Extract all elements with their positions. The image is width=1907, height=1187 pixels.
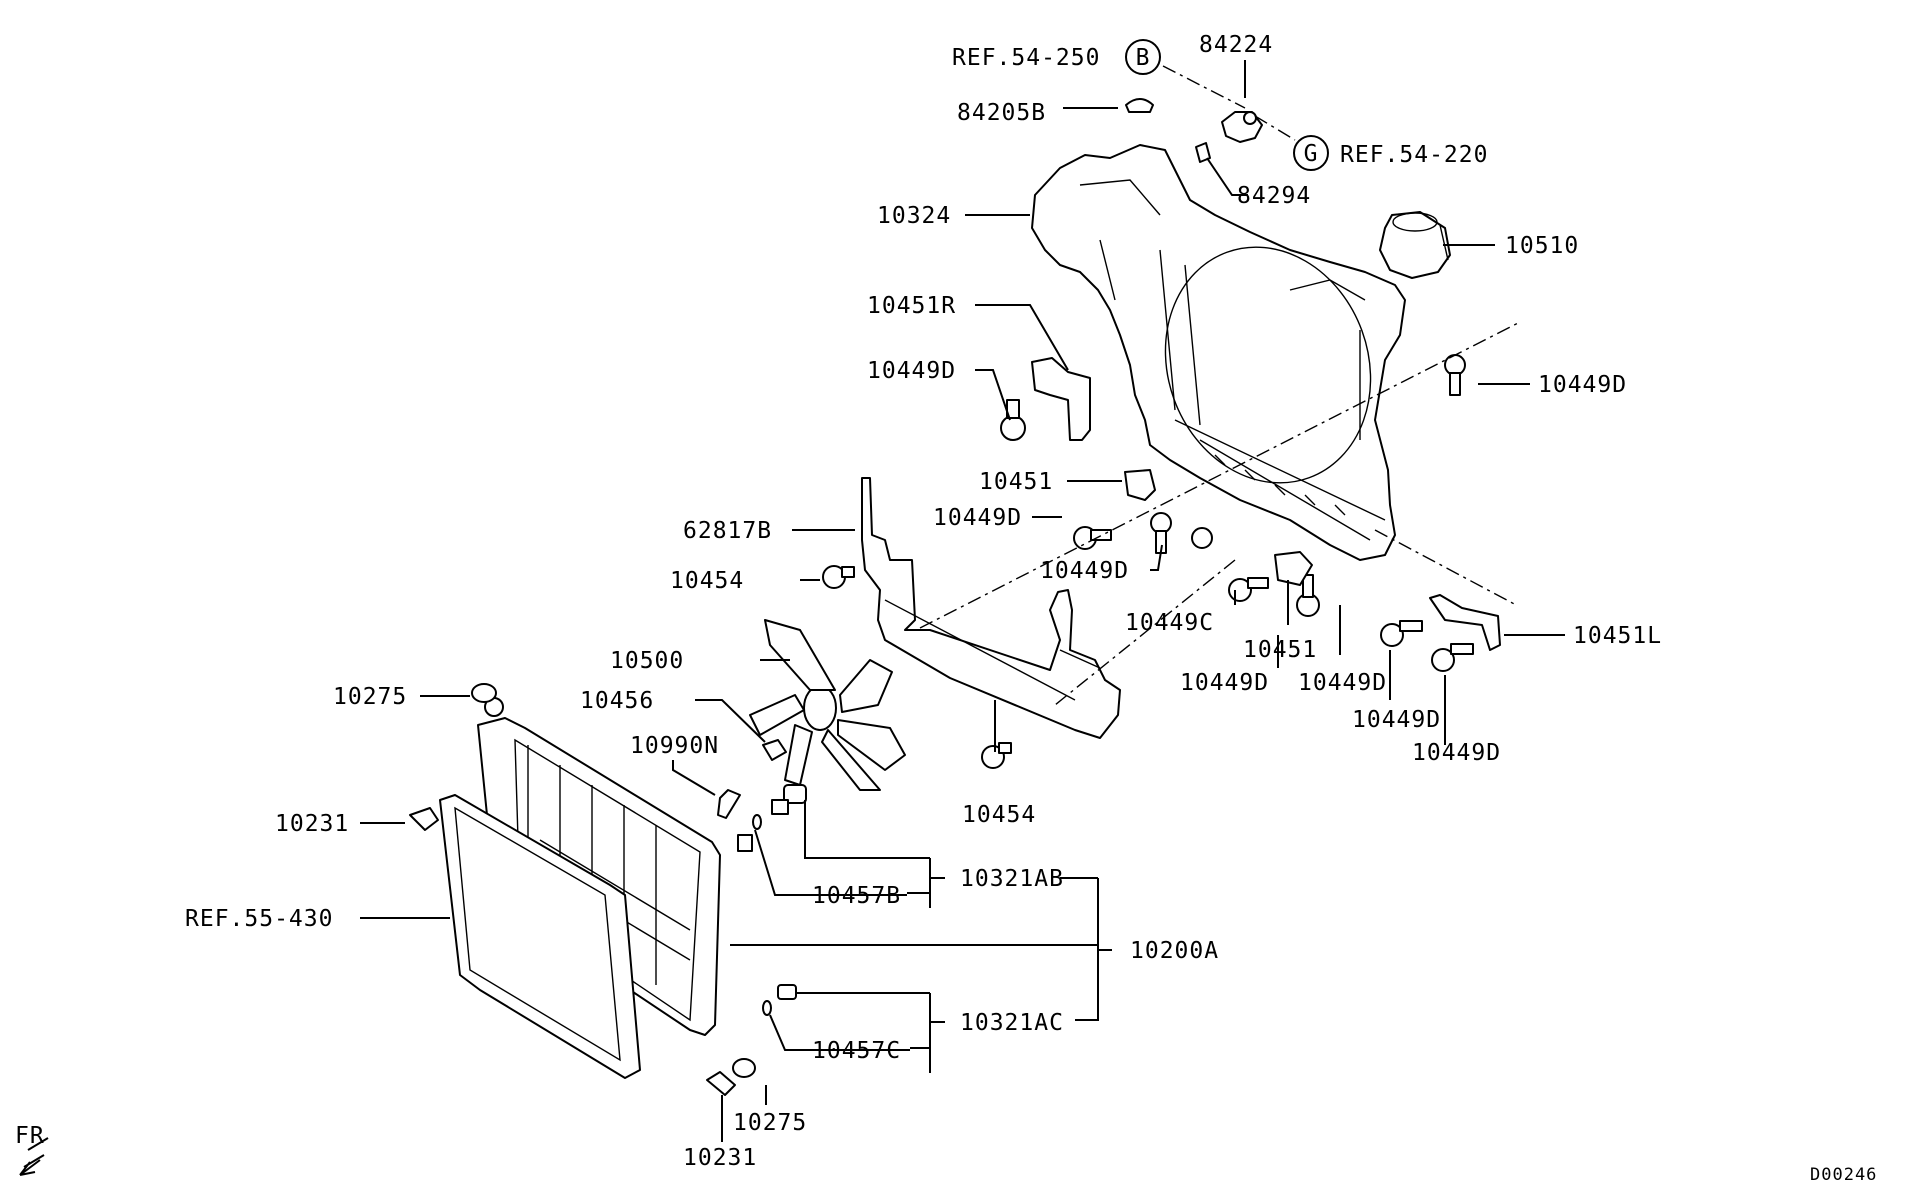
condenser-ref-part: [439, 794, 641, 1079]
label-10449d-d: 10449D: [1040, 558, 1129, 584]
label-10231-a: 10231: [275, 811, 349, 837]
label-10457b: 10457B: [812, 883, 901, 909]
label-10451r: 10451R: [867, 293, 956, 319]
plug-10456-part: [762, 739, 787, 761]
leader-lines: [360, 60, 1565, 1142]
label-10449c: 10449C: [1125, 610, 1214, 636]
label-10454-b: 10454: [962, 802, 1036, 828]
bracket-10451r-part: [1031, 357, 1091, 441]
drain-plug-10321ab-part: [752, 784, 807, 830]
label-10275-b: 10275: [733, 1110, 807, 1136]
drain-plug-10321ac-part: [762, 984, 797, 1016]
label-10500: 10500: [610, 648, 684, 674]
label-10275-a: 10275: [333, 684, 407, 710]
label-10449d-f: 10449D: [1298, 670, 1387, 696]
bracket-10231-part: [409, 807, 439, 831]
circle-g-label: G: [1304, 141, 1319, 167]
mount-cushion-10275-part: [471, 683, 756, 1078]
label-10231-b: 10231: [683, 1145, 757, 1171]
cooling-fan-10500-part: [749, 619, 906, 791]
label-84224: 84224: [1199, 32, 1273, 58]
bracket-10451-lower-part: [1274, 551, 1313, 586]
diagram-code: D00246: [1810, 1165, 1877, 1185]
label-ref-54-250: REF.54-250: [952, 45, 1100, 71]
sensor-84224-part: [1125, 98, 1263, 163]
orifice-84294-part: [1195, 142, 1211, 163]
reservoir-tank-part: [1379, 211, 1451, 279]
label-10449d-g: 10449D: [1352, 707, 1441, 733]
label-10449d-h: 10449D: [1412, 740, 1501, 766]
circle-b-label: B: [1136, 45, 1151, 71]
label-10456: 10456: [580, 688, 654, 714]
fr-label: FR: [15, 1123, 45, 1149]
callout-labels: 84224 REF.54-250 84205B REF.54-220 84294…: [185, 32, 1877, 1185]
label-10324: 10324: [877, 203, 951, 229]
label-10449d-b: 10449D: [1538, 372, 1627, 398]
label-10990n: 10990N: [630, 733, 719, 759]
label-10321ab: 10321AB: [960, 866, 1064, 892]
bolts-group: [822, 354, 1474, 769]
label-10449d-e: 10449D: [1180, 670, 1269, 696]
label-10200a: 10200A: [1130, 938, 1219, 964]
label-10321ac: 10321AC: [960, 1010, 1064, 1036]
label-10449d-a: 10449D: [867, 358, 956, 384]
bracket-10451-upper-part: [1124, 469, 1156, 501]
label-10510: 10510: [1505, 233, 1579, 259]
hose-10990n-part: [717, 789, 741, 819]
label-10451-a: 10451: [979, 469, 1053, 495]
circle-b-marker: B: [1125, 39, 1161, 75]
drain-cock-part: [737, 834, 753, 852]
label-10449d-c: 10449D: [933, 505, 1022, 531]
label-ref-55-430: REF.55-430: [185, 906, 333, 932]
bracket-10451l-part: [1429, 594, 1501, 651]
fan-guard-62817b-part: [861, 477, 1121, 739]
label-10457c: 10457C: [812, 1038, 901, 1064]
label-84205b: 84205B: [957, 100, 1046, 126]
cap-84205b-part: [1125, 98, 1154, 113]
label-10454-a: 10454: [670, 568, 744, 594]
label-84294: 84294: [1237, 183, 1311, 209]
fan-shroud-part: [1031, 144, 1406, 561]
label-10451l: 10451L: [1573, 623, 1662, 649]
circle-g-marker: G: [1293, 135, 1329, 171]
bracket-10231-lower-part: [706, 1071, 736, 1096]
label-62817b: 62817B: [683, 518, 772, 544]
front-direction-arrow-icon: FR: [15, 1123, 49, 1176]
label-ref-54-220: REF.54-220: [1340, 142, 1488, 168]
label-10451-b: 10451: [1243, 637, 1317, 663]
